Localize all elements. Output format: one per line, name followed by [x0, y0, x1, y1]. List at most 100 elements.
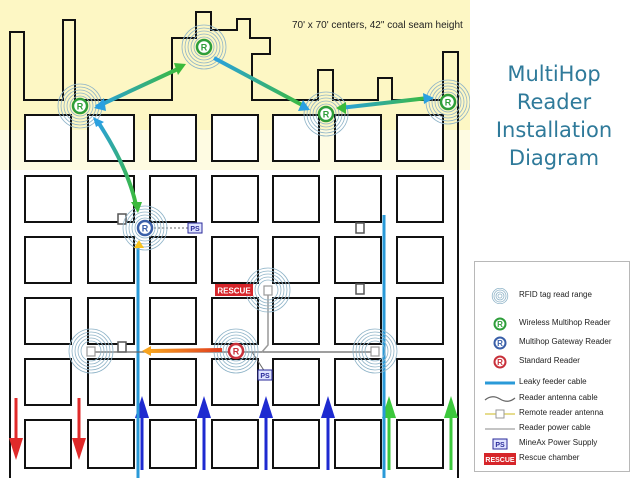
mine-layout-diagram: 70' x 70' centers, 42" coal seam height …	[0, 0, 470, 478]
gateway-reader-icon: R	[493, 336, 507, 350]
pillar	[396, 114, 444, 162]
svg-text:RESCUE: RESCUE	[217, 287, 251, 296]
pillar	[396, 175, 444, 223]
pillar	[24, 114, 72, 162]
rfid-read-range	[122, 205, 168, 251]
pillar-grid	[24, 114, 444, 469]
intake-airflow-arrow	[321, 396, 335, 470]
pillar	[24, 358, 72, 406]
pillar	[211, 419, 259, 469]
svg-text:R: R	[445, 98, 452, 108]
pillar	[272, 114, 320, 162]
remote-reader-antenna	[263, 285, 273, 296]
legend: RFID tag read range R Wireless Multihop …	[474, 261, 630, 472]
wireless-reader: R	[317, 105, 335, 123]
rfid-read-range	[352, 328, 398, 374]
intake-airflow-arrow	[197, 396, 211, 470]
pillar	[396, 297, 444, 345]
svg-text:PS: PS	[260, 373, 270, 380]
pillar	[272, 236, 320, 284]
svg-text:R: R	[323, 110, 330, 120]
pillar	[211, 114, 259, 162]
legend-item-remote: Remote reader antenna	[475, 406, 631, 422]
legend-item-antenna: Reader antenna cable	[475, 391, 631, 407]
svg-text:R: R	[497, 320, 503, 329]
legend-item-rfid: RFID tag read range	[475, 288, 631, 304]
pillar	[334, 419, 382, 469]
return-airflow-arrow	[72, 398, 86, 460]
svg-text:R: R	[142, 224, 149, 234]
pillar	[24, 175, 72, 223]
rescue-chamber-icon: RESCUE	[484, 453, 516, 465]
pillar	[87, 236, 135, 284]
pillar	[396, 419, 444, 469]
remote-reader-antenna	[86, 346, 96, 357]
diagram-caption: 70' x 70' centers, 42" coal seam height	[292, 20, 463, 31]
title-line: Diagram	[508, 146, 600, 170]
pillar	[211, 236, 259, 284]
svg-text:R: R	[497, 358, 503, 367]
pillar	[272, 419, 320, 469]
remote-reader-antenna	[370, 346, 380, 357]
svg-text:R: R	[497, 339, 503, 348]
pillar	[211, 175, 259, 223]
gateway-reader: R	[136, 219, 154, 237]
standard-reader-icon: R	[493, 355, 507, 369]
pillar	[149, 236, 197, 284]
title-line: Installation	[495, 118, 613, 142]
legend-item-standard: R Standard Reader	[475, 354, 631, 370]
standard-reader: R	[227, 342, 245, 360]
power-cable-icon	[485, 428, 515, 430]
pillar	[24, 236, 72, 284]
power-supply: PS	[257, 369, 273, 381]
remote-antenna-cable	[261, 290, 269, 353]
pillar	[334, 297, 382, 345]
pillar	[149, 297, 197, 345]
wireless-reader-icon: R	[493, 317, 507, 331]
power-supply-icon: PS	[492, 438, 508, 450]
pillar	[87, 358, 135, 406]
intake-airflow-arrow	[259, 396, 273, 470]
rfid-read-range	[68, 328, 114, 374]
antenna-cable-icon	[484, 396, 516, 402]
wireless-reader: R	[195, 38, 213, 56]
rfid-read-range	[181, 24, 227, 70]
svg-text:R: R	[233, 347, 240, 357]
pillar	[272, 175, 320, 223]
airflow-arrows	[9, 396, 458, 470]
return-airflow-arrow	[9, 398, 23, 460]
pillar	[24, 419, 72, 469]
leaky-feeder-icon	[485, 381, 515, 385]
pillar	[149, 358, 197, 406]
mine-outline	[9, 11, 459, 478]
title-line: Reader	[516, 90, 592, 114]
svg-text:PS: PS	[495, 442, 505, 449]
legend-item-wireless: R Wireless Multihop Reader	[475, 316, 631, 332]
pillar	[149, 114, 197, 162]
svg-text:RESCUE: RESCUE	[485, 457, 515, 464]
pillar	[396, 358, 444, 406]
remote-antenna-icon	[485, 409, 515, 419]
wireless-reader: R	[71, 97, 89, 115]
pillar	[334, 358, 382, 406]
rfid-range-icon	[491, 288, 509, 304]
svg-text:PS: PS	[190, 226, 200, 233]
power-supply: PS	[187, 222, 203, 234]
svg-text:R: R	[201, 43, 208, 53]
pillar	[211, 358, 259, 406]
pillar	[272, 297, 320, 345]
pillar	[87, 419, 135, 469]
intake-airflow-arrow	[444, 396, 458, 470]
svg-text:R: R	[77, 102, 84, 112]
diagram-title: MultiHop Reader Installation Diagram	[470, 60, 638, 172]
title-line: MultiHop	[507, 62, 601, 86]
pillar	[149, 419, 197, 469]
pillar	[334, 236, 382, 284]
pillar	[396, 236, 444, 284]
rescue-chamber: RESCUE	[215, 284, 253, 296]
pillar	[334, 175, 382, 223]
pillar	[334, 114, 382, 162]
pillar	[24, 297, 72, 345]
legend-item-power: Reader power cable	[475, 421, 631, 437]
legend-item-rescue: RESCUE Rescue chamber	[475, 451, 631, 467]
